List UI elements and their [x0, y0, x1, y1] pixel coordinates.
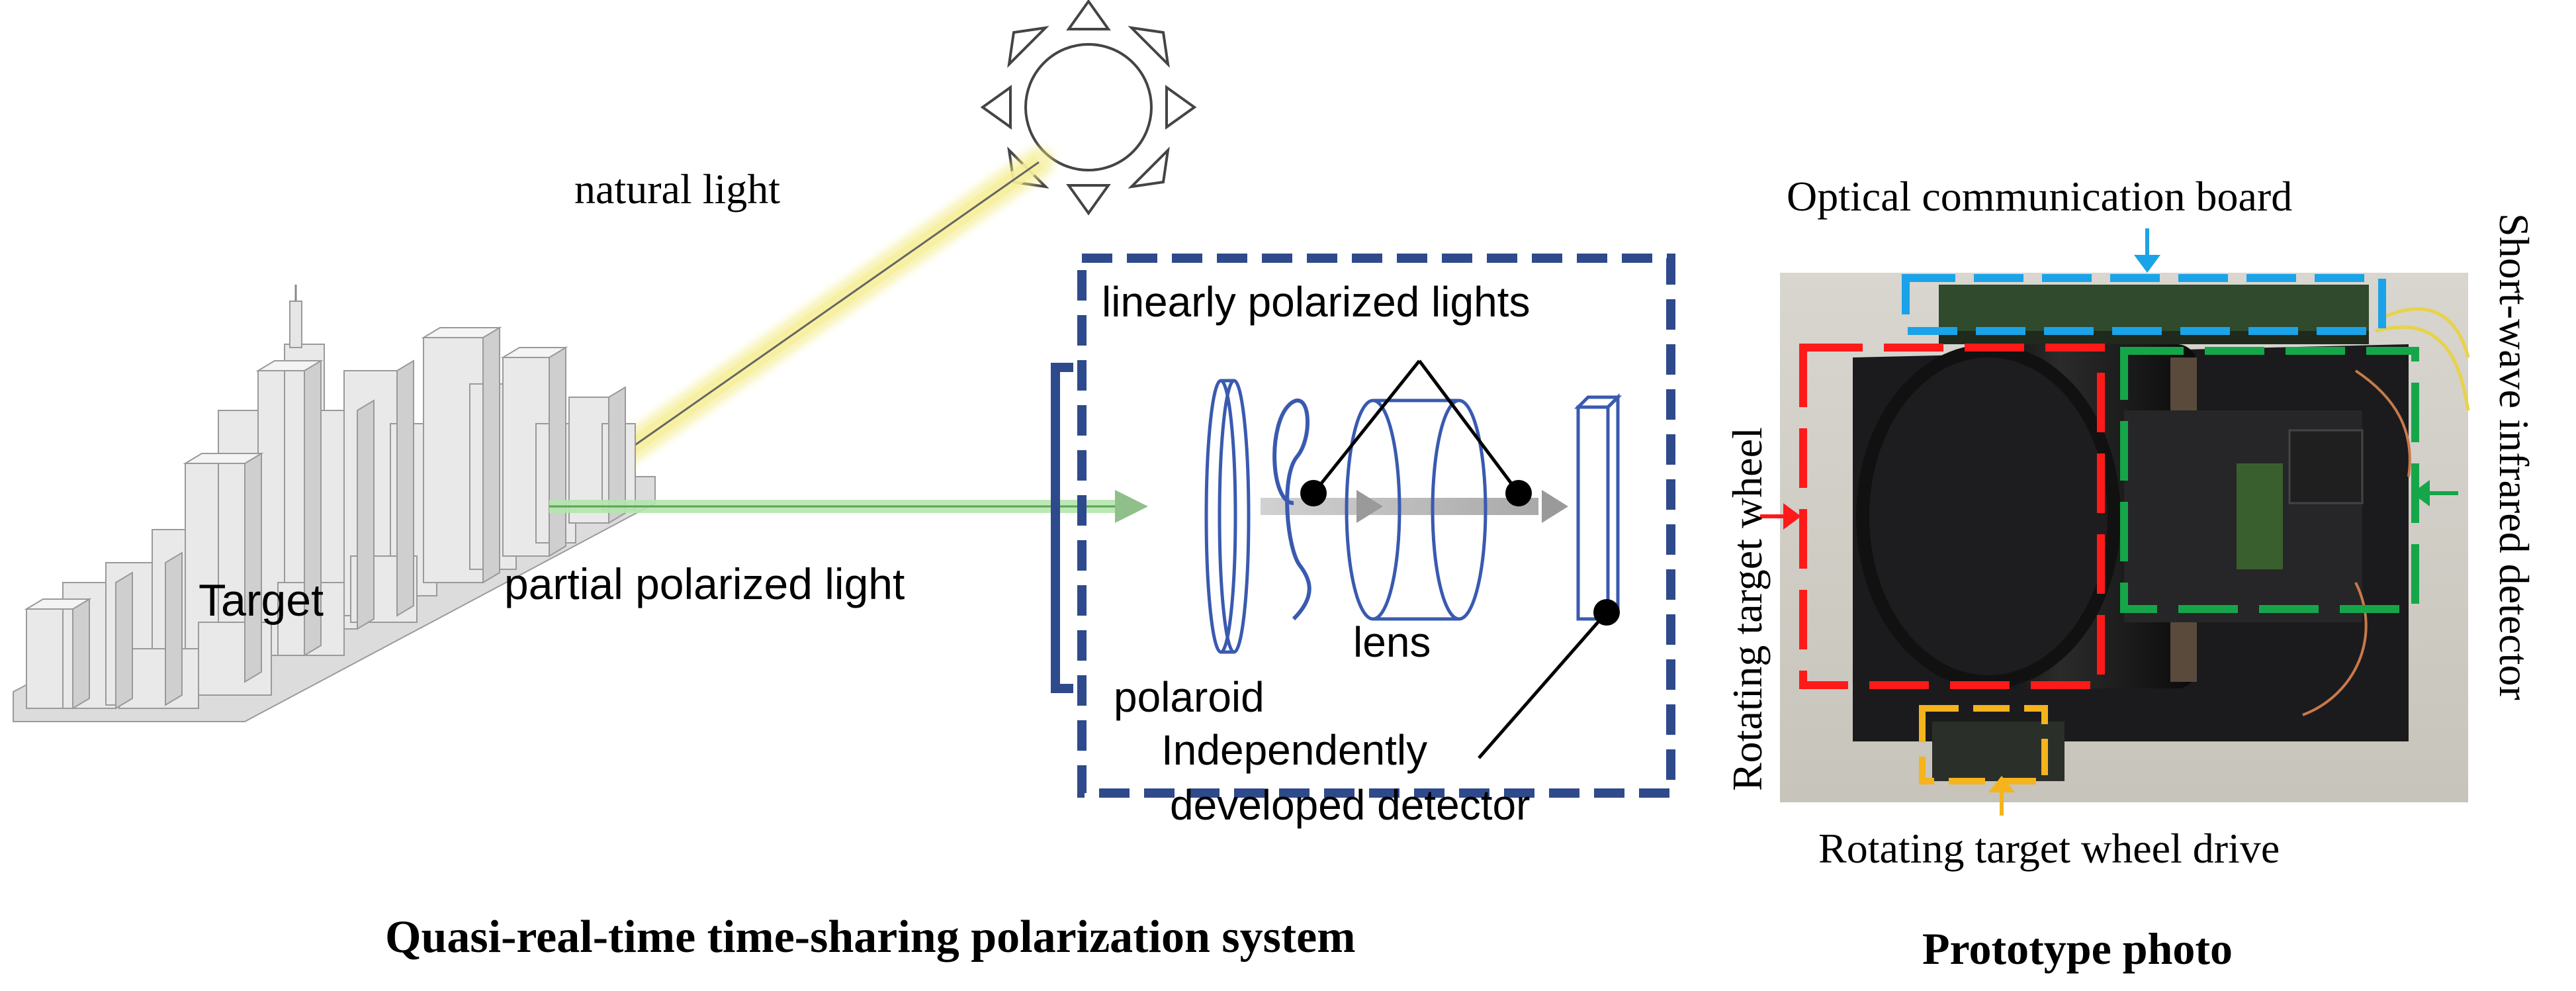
red-arrow-icon — [1760, 503, 1801, 530]
short-wave-infrared-detector-label: Short-wave infrared detector — [2491, 213, 2538, 700]
left-caption: Quasi-real-time time-sharing polarizatio… — [385, 912, 1356, 963]
system-dashed-frame — [1077, 254, 1675, 798]
detector-label-line1: Independently — [1161, 726, 1427, 774]
optical-communication-board-box — [1902, 274, 2386, 335]
sun-icon — [980, 0, 1197, 216]
target-label: Target — [199, 575, 324, 626]
yellow-arrow-icon — [1988, 776, 2015, 816]
rotation-arrow-icon — [1272, 399, 1311, 621]
rotating-target-wheel-drive-box — [1919, 705, 2048, 784]
entrance-bracket — [1051, 363, 1073, 693]
partial-polarized-beam — [549, 490, 1148, 523]
right-caption: Prototype photo — [1922, 923, 2233, 974]
rotating-target-wheel-drive-label: Rotating target wheel drive — [1818, 825, 2280, 872]
polaroid-element — [1204, 379, 1251, 654]
detector-label-line2: developed detector — [1170, 781, 1530, 829]
polaroid-label: polaroid — [1114, 673, 1265, 721]
short-wave-infrared-detector-box — [2120, 347, 2419, 613]
blue-arrow-icon — [2134, 228, 2160, 273]
city-target-illustration — [13, 285, 656, 722]
callout-lines — [1312, 359, 1608, 759]
natural-light-label: natural light — [574, 165, 780, 212]
optical-communication-board-label: Optical communication board — [1787, 173, 2292, 220]
green-arrow-icon — [2412, 480, 2458, 506]
partial-polarized-light-label: partial polarized light — [504, 559, 905, 608]
right-figure: Optical communication board Rotating tar… — [1724, 173, 2538, 974]
lens-label: lens — [1353, 618, 1431, 666]
rotating-target-wheel-box — [1799, 344, 2105, 689]
rotating-target-wheel-label: Rotating target wheel — [1724, 427, 1771, 791]
linearly-polarized-lights-label: linearly polarized lights — [1102, 278, 1530, 326]
detector-element — [1574, 393, 1622, 624]
callout-dots — [1300, 480, 1620, 626]
left-figure: Target natural light partial polarized l… — [13, 0, 1675, 963]
